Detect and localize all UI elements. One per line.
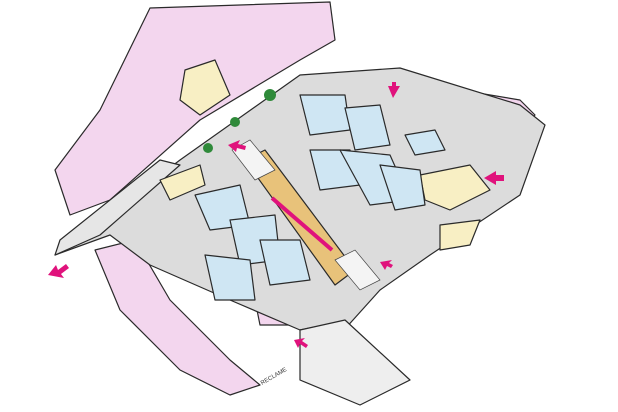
tree-icon (230, 117, 240, 127)
entrance-arrows (48, 82, 504, 348)
entrance-arrow-icon[interactable] (388, 82, 400, 98)
shop-units (194, 94, 446, 301)
entrance-arrow-icon[interactable] (228, 140, 246, 152)
south-terrace (299, 319, 411, 406)
reclame-sign: RECLAME (260, 367, 288, 387)
entrance-arrow-icon[interactable] (48, 264, 69, 278)
tree-icon (264, 89, 276, 101)
entrance-arrow-icon[interactable] (294, 338, 308, 348)
tree-icon (203, 143, 213, 153)
entrance-arrow-icon[interactable] (484, 171, 504, 185)
entrance-arrow-icon[interactable] (380, 260, 393, 270)
west-wing (54, 159, 181, 256)
central-accent-line (270, 196, 334, 252)
